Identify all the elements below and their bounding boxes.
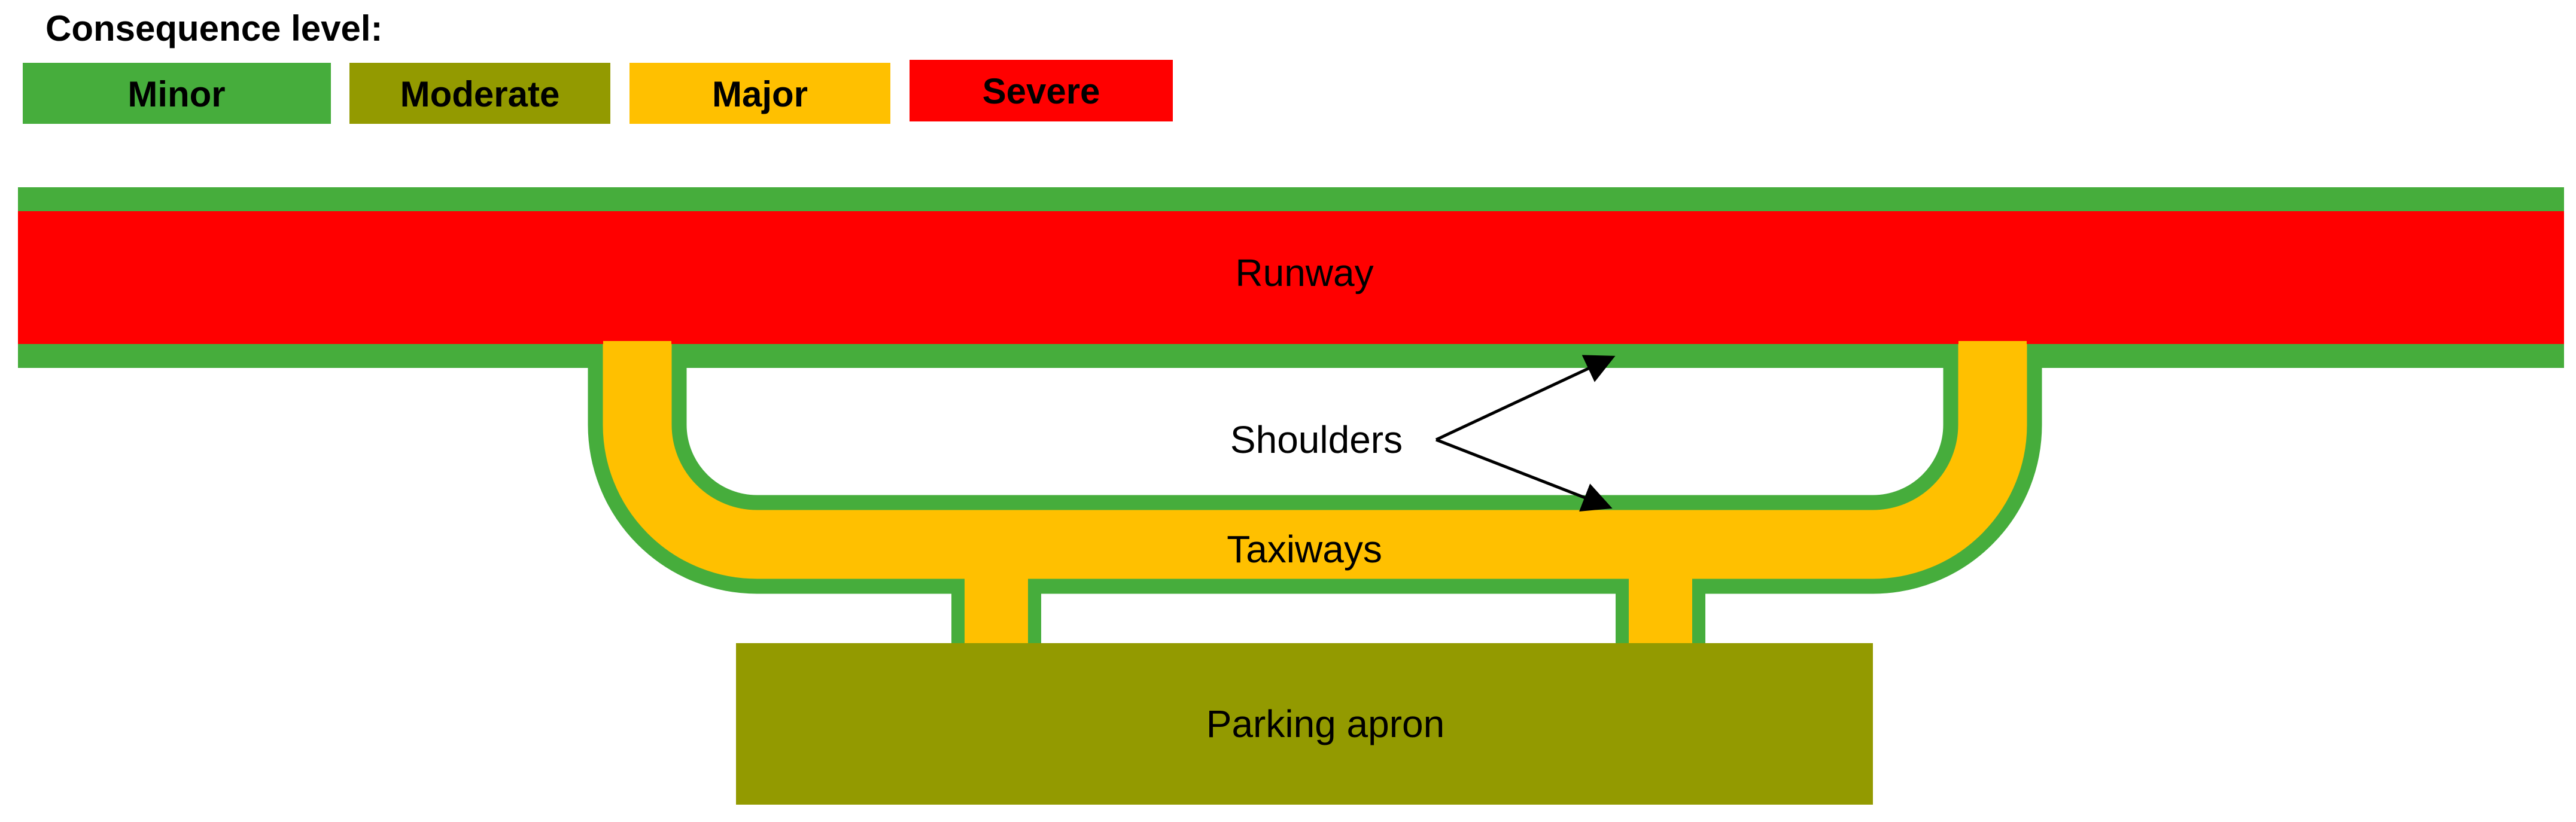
legend: Consequence level: Minor Moderate Major … — [23, 8, 1173, 124]
runway-group — [18, 187, 2564, 368]
shoulders-label: Shoulders — [1230, 418, 1403, 461]
legend-label-major: Major — [712, 74, 808, 114]
runway-surface — [18, 211, 2564, 344]
parking-apron-label: Parking apron — [1206, 702, 1444, 745]
parking-apron — [736, 643, 1873, 805]
legend-swatch-moderate — [349, 63, 610, 124]
taxiway-entry-right — [1958, 341, 2027, 371]
apron-connector-right — [1629, 541, 1692, 646]
runway-label: Runway — [1235, 251, 1373, 294]
apron-group — [736, 643, 1873, 805]
legend-item-severe: Severe — [910, 60, 1173, 121]
legend-swatch-severe — [910, 60, 1173, 121]
shoulders-callout — [1435, 355, 1616, 512]
arrow-to-taxiway-shoulder — [1435, 438, 1613, 512]
legend-swatch-minor — [23, 63, 331, 124]
runway-shoulder-bottom — [18, 344, 2564, 368]
legend-item-moderate: Moderate — [349, 63, 610, 124]
legend-item-minor: Minor — [23, 63, 331, 124]
legend-title: Consequence level: — [45, 8, 383, 48]
taxiway-pavement — [603, 344, 2027, 579]
apron-connector-left — [965, 541, 1028, 646]
legend-swatch-major — [629, 63, 890, 124]
taxiway-group — [588, 341, 2042, 646]
taxiways-label: Taxiways — [1227, 528, 1382, 571]
taxiway-entry-left — [603, 341, 671, 371]
legend-item-major: Major — [629, 63, 890, 124]
runway-shoulder-top — [18, 187, 2564, 211]
arrow-to-runway-shoulder — [1435, 355, 1616, 442]
legend-label-severe: Severe — [983, 71, 1100, 111]
legend-label-moderate: Moderate — [400, 74, 560, 114]
legend-label-minor: Minor — [127, 74, 225, 114]
